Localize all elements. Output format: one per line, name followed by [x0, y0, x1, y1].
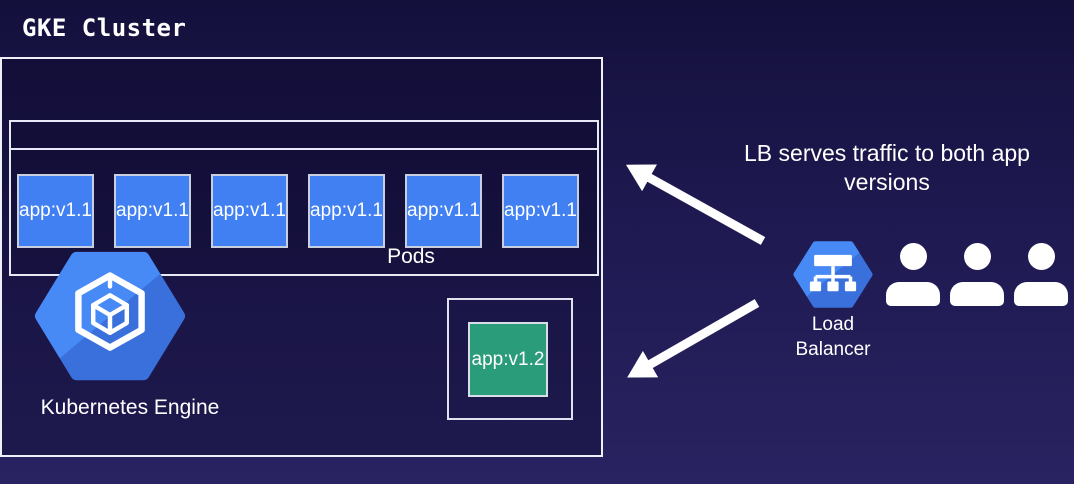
- user-head: [900, 243, 927, 270]
- user-icon: [1014, 243, 1068, 306]
- node-box-header-band: [11, 122, 597, 150]
- lb-caption: LB serves traffic to both app versions: [744, 140, 1030, 195]
- user-icon: [950, 243, 1004, 306]
- user-head: [1028, 243, 1055, 270]
- pods-row: app:v1.1 app:v1.1 app:v1.1 app:v1.1 app:…: [17, 174, 579, 248]
- pods-section-label: Pods: [387, 245, 435, 268]
- pod-v11: app:v1.1: [502, 174, 579, 248]
- user-head: [964, 243, 991, 270]
- pod-v11: app:v1.1: [114, 174, 191, 248]
- arrow-to-v12-pod: [627, 299, 760, 378]
- user-body: [886, 282, 940, 306]
- user-body: [1014, 282, 1068, 306]
- pod-v12-boundary: app:v1.2: [447, 298, 573, 420]
- load-balancer-icon: [793, 241, 873, 308]
- pod-v11: app:v1.1: [17, 174, 94, 248]
- kubernetes-engine-icon: [34, 251, 186, 381]
- page-title: GKE Cluster: [22, 14, 187, 42]
- pod-v11: app:v1.1: [211, 174, 288, 248]
- node-box: [9, 120, 599, 276]
- pod-v11: app:v1.1: [405, 174, 482, 248]
- kubernetes-engine-label: Kubernetes Engine: [40, 396, 220, 419]
- user-icon: [886, 243, 940, 306]
- users-group: [886, 243, 1068, 306]
- pod-v11: app:v1.1: [308, 174, 385, 248]
- load-balancer-label: Load Balancer: [795, 314, 871, 360]
- gke-cluster-boundary: app:v1.1 app:v1.1 app:v1.1 app:v1.1 app:…: [0, 57, 603, 457]
- pod-v12: app:v1.2: [468, 322, 548, 397]
- user-body: [950, 282, 1004, 306]
